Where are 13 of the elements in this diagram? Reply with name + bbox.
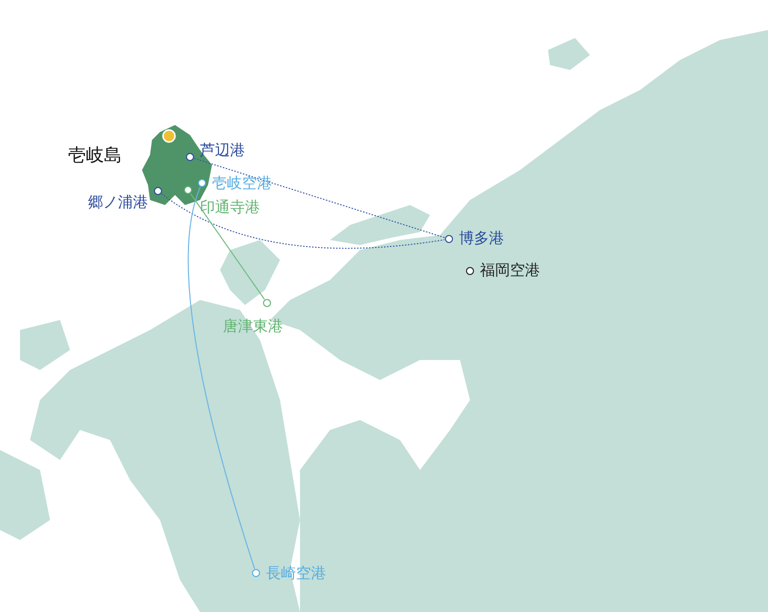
route-line: [194, 158, 446, 238]
port-marker: [262, 298, 270, 306]
island-label: 壱岐島: [68, 147, 122, 165]
place-label: 印通寺港: [200, 198, 260, 216]
place-label: 福岡空港: [480, 261, 540, 279]
place-label: 唐津東港: [223, 317, 283, 335]
place-label: 博多港: [459, 229, 504, 247]
place-label: 長崎空港: [266, 564, 326, 582]
route-line: [188, 186, 256, 570]
place-label: 芦辺港: [200, 141, 245, 159]
place-label: 郷ノ浦港: [88, 193, 148, 211]
place-label: 壱岐空港: [212, 174, 272, 192]
route-line: [161, 193, 446, 249]
